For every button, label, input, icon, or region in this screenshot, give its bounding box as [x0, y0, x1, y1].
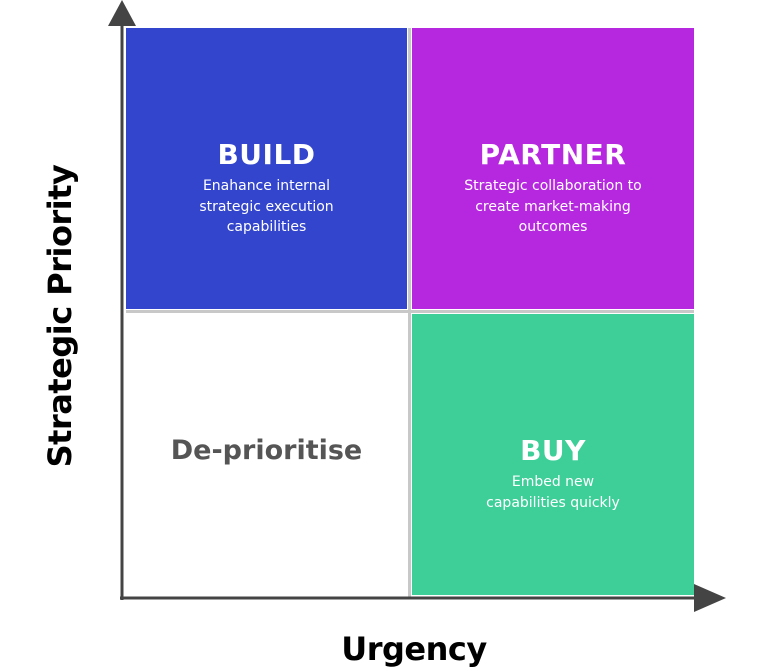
quadrant-deprioritise: De-prioritise	[126, 314, 407, 595]
quadrant-partner-description: Strategic collaboration to create market…	[464, 178, 642, 235]
y-axis-arrowhead	[108, 0, 136, 26]
quadrant-buy-description: Embed new capabilities quickly	[486, 474, 620, 511]
quadrant-build: BUILD Enahance internal strategic execut…	[126, 28, 407, 309]
quadrant-buy-title: BUY	[520, 434, 586, 467]
quadrant-deprioritise-title: De-prioritise	[170, 435, 363, 466]
quadrant-build-title: BUILD	[217, 138, 316, 171]
grid-divider-horizontal	[126, 310, 694, 313]
quadrant-build-description: Enahance internal strategic execution ca…	[199, 178, 334, 235]
x-axis-arrowhead	[694, 584, 726, 612]
y-axis-label: Strategic Priority	[41, 164, 79, 468]
quadrant-partner: PARTNER Strategic collaboration to creat…	[412, 28, 694, 309]
x-axis-label: Urgency	[341, 630, 487, 668]
quadrant-partner-title: PARTNER	[479, 138, 627, 171]
quadrant-buy: BUY Embed new capabilities quickly	[412, 314, 694, 595]
